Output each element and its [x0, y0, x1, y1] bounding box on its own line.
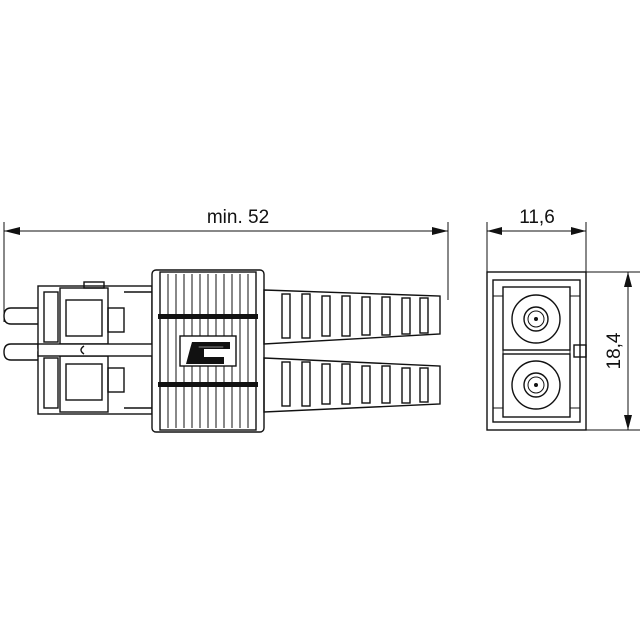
- ferrule-port-top: [502, 286, 571, 351]
- strain-relief-boot-bottom: [263, 357, 441, 413]
- connector-front-view: [486, 271, 587, 431]
- strain-relief-boot-top: [263, 289, 441, 345]
- connector-side-view: [3, 269, 441, 433]
- ferrule-bottom: [3, 343, 38, 361]
- height-dimension: 18,4: [586, 271, 640, 431]
- plug-housing-bottom: [37, 351, 153, 415]
- grip-body: [151, 269, 265, 433]
- width-dimension-label: 11,6: [519, 207, 555, 228]
- ferrule-top: [3, 307, 38, 325]
- plug-housing-top: [37, 281, 153, 349]
- length-dimension-label: min. 52: [207, 207, 269, 228]
- width-dimension: 11,6: [486, 207, 587, 272]
- height-dimension-label: 18,4: [604, 332, 625, 369]
- length-dimension: min. 52: [3, 207, 449, 322]
- ferrule-port-bottom: [502, 353, 571, 418]
- duplex-clip: [37, 343, 165, 357]
